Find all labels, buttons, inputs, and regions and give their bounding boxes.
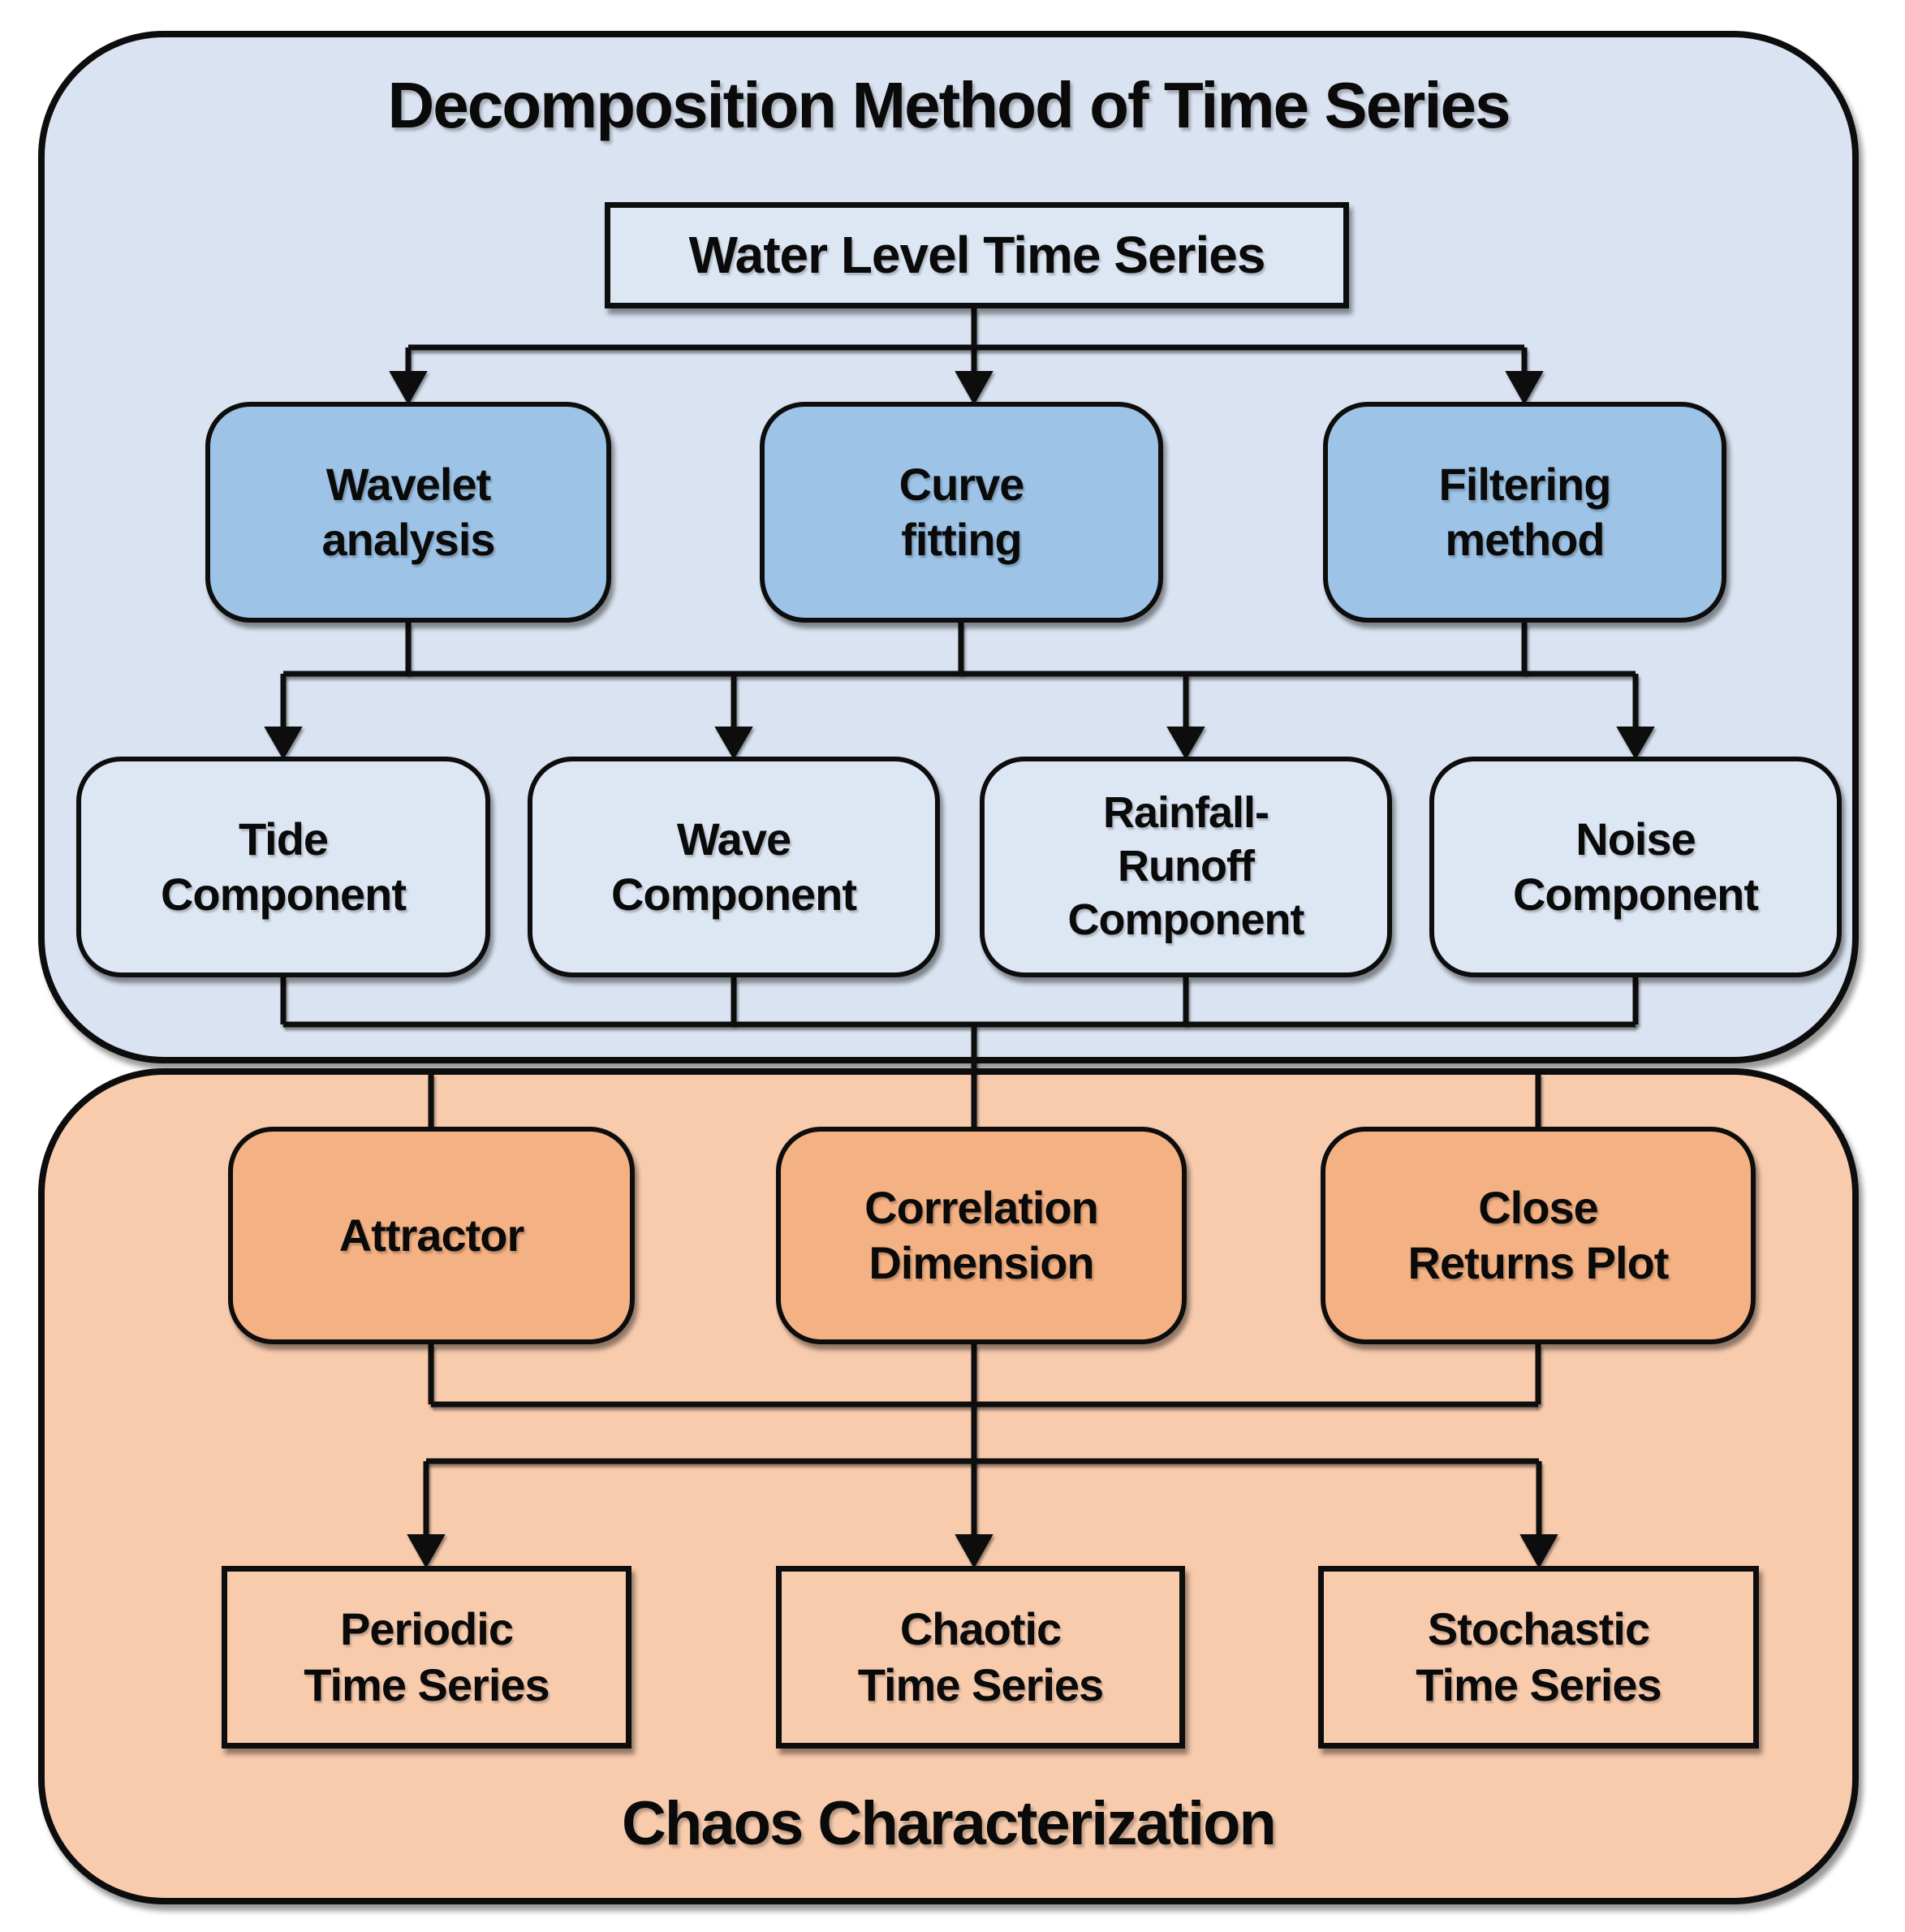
node-wave-component: Wave Component: [528, 757, 940, 977]
node-wavelet-analysis: Wavelet analysis: [205, 402, 611, 623]
node-water-level-time-series: Water Level Time Series: [605, 202, 1349, 308]
node-tide-component: Tide Component: [76, 757, 490, 977]
node-periodic-time-series: Periodic Time Series: [222, 1566, 631, 1749]
node-chaotic-time-series: Chaotic Time Series: [776, 1566, 1185, 1749]
node-filtering-method: Filtering method: [1323, 402, 1726, 623]
decomposition-section-title: Decomposition Method of Time Series: [387, 69, 1511, 141]
node-correlation-dimension: Correlation Dimension: [776, 1127, 1187, 1344]
chaos-section-title: Chaos Characterization: [622, 1789, 1277, 1858]
node-curve-fitting: Curve fitting: [760, 402, 1163, 623]
node-attractor: Attractor: [228, 1127, 635, 1344]
node-rainfall-runoff-component: Rainfall- Runoff Component: [980, 757, 1392, 977]
node-stochastic-time-series: Stochastic Time Series: [1318, 1566, 1759, 1749]
node-noise-component: Noise Component: [1429, 757, 1842, 977]
node-close-returns-plot: Close Returns Plot: [1321, 1127, 1756, 1344]
